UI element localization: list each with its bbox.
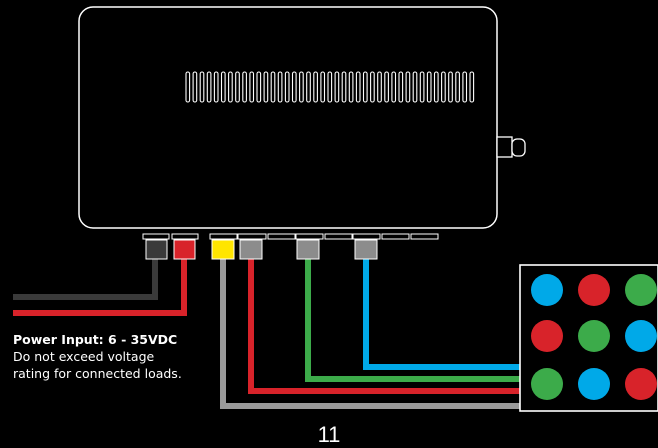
vent-slot [462, 71, 468, 103]
controller-box [78, 6, 526, 240]
vent-slot [355, 71, 361, 103]
led-green [578, 320, 610, 352]
led-blue [531, 274, 563, 306]
connector-green [296, 239, 320, 260]
vent-slot [256, 71, 262, 103]
terminal-segment [295, 233, 324, 240]
caption-line-1: Do not exceed voltage [13, 349, 155, 364]
vent-slot [370, 71, 375, 103]
vent-slot [270, 71, 276, 103]
vent-slot [306, 71, 311, 103]
vent-slot [469, 71, 475, 103]
vent-slot [412, 71, 418, 103]
connector-common [239, 239, 263, 260]
power-input-caption: Power Input: 6 - 35VDC Do not exceed vol… [13, 331, 182, 382]
wire-common [220, 258, 520, 409]
terminal-segment [142, 233, 170, 240]
connector-yellow [211, 239, 235, 260]
vent-slot [249, 71, 255, 103]
connectors [145, 239, 378, 260]
wires [13, 257, 520, 409]
led-grid [519, 264, 658, 412]
vent-slot [441, 71, 446, 103]
wire-green-channel [305, 258, 520, 382]
wire-power [13, 257, 187, 316]
wire-ground [13, 257, 158, 300]
terminal-segment [324, 233, 353, 240]
led-red [531, 320, 563, 352]
vent-slot [341, 71, 347, 103]
wire-blue-channel [363, 258, 520, 370]
terminal-segment [352, 233, 381, 240]
vent-slot [235, 71, 240, 103]
led-blue [578, 368, 610, 400]
vent-slot [433, 71, 439, 103]
wire-red-channel [248, 258, 520, 394]
vent-slot [362, 71, 368, 103]
vent-slot [426, 71, 432, 103]
terminal-strip [142, 233, 439, 240]
terminal-segment [209, 233, 238, 240]
side-connector [496, 136, 513, 158]
vent-slot [320, 71, 326, 103]
caption-line-2: rating for connected loads. [13, 366, 182, 381]
vent-slot [220, 71, 226, 103]
vent-slot [242, 71, 247, 103]
vent-slot [377, 71, 382, 103]
vent-slots [185, 71, 475, 103]
caption-title: Power Input: 6 - 35VDC [13, 332, 178, 347]
vent-slot [263, 71, 269, 103]
vent-slot [384, 71, 389, 103]
terminal-segment [171, 233, 199, 240]
connector-ground [145, 239, 168, 260]
side-connector-tip [511, 138, 526, 157]
vent-slot [185, 71, 191, 103]
vent-slot [206, 71, 212, 103]
vent-slot [348, 71, 354, 103]
vent-slot [299, 71, 304, 103]
vent-slot [419, 71, 425, 103]
vent-slot [192, 71, 198, 103]
vent-slot [334, 71, 340, 103]
vent-slot [391, 71, 397, 103]
connector-power [173, 239, 196, 260]
led-green [625, 274, 657, 306]
terminal-segment [381, 233, 410, 240]
vent-slot [291, 71, 297, 103]
terminal-segment [267, 233, 296, 240]
vent-slot [228, 71, 233, 103]
controller-body [78, 6, 498, 229]
vent-slot [398, 71, 404, 103]
led-red [578, 274, 610, 306]
terminal-segment [237, 233, 267, 240]
vent-slot [199, 71, 205, 103]
vent-slot [405, 71, 411, 103]
page-number: 11 [317, 422, 341, 447]
vent-slot [213, 71, 219, 103]
vent-slot [448, 71, 453, 103]
connector-blue [354, 239, 378, 260]
led-dots [531, 274, 657, 400]
vent-slot [455, 71, 460, 103]
terminal-segment [410, 233, 439, 240]
led-green [531, 368, 563, 400]
vent-slot [327, 71, 333, 103]
vent-slot [284, 71, 290, 103]
vent-slot [277, 71, 283, 103]
led-red [625, 368, 657, 400]
led-blue [625, 320, 657, 352]
vent-slot [313, 71, 318, 103]
